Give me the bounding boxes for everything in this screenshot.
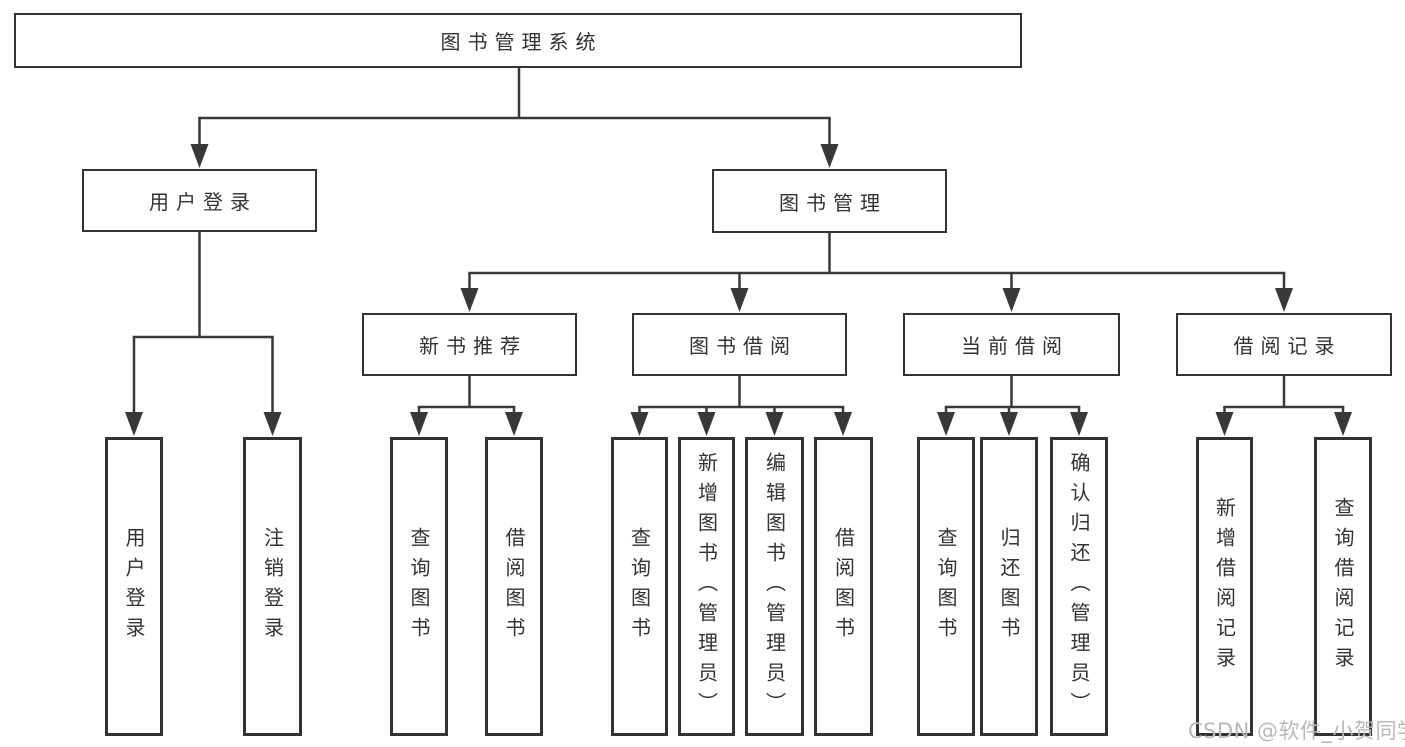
leaf-cb-return-books-label: 归还图书 — [997, 526, 1021, 647]
leaf-cb-confirm-return-admin: 确认归还（管理员） — [1050, 437, 1108, 736]
leaf-bb-edit-books-admin: 编辑图书（管理员） — [745, 437, 804, 736]
node-book-management: 图书管理 — [712, 169, 947, 233]
leaf-nbr-query-books: 查询图书 — [390, 437, 448, 736]
leaf-bb-borrow-books-label: 借阅图书 — [831, 526, 856, 647]
leaf-user-login-label: 用户登录 — [122, 526, 146, 647]
leaf-bb-query-books: 查询图书 — [611, 437, 668, 736]
leaf-bb-edit-books-admin-label: 编辑图书（管理员） — [762, 451, 787, 722]
leaf-bb-add-books-admin-label: 新增图书（管理员） — [694, 451, 719, 722]
leaf-br-query-record-label: 查询借阅记录 — [1331, 496, 1355, 677]
leaf-nbr-borrow-books: 借阅图书 — [485, 437, 543, 736]
leaf-br-query-record: 查询借阅记录 — [1314, 437, 1372, 736]
node-new-book-recommend-label: 新书推荐 — [419, 334, 527, 358]
node-current-borrow: 当前借阅 — [903, 313, 1120, 376]
node-new-book-recommend: 新书推荐 — [362, 313, 577, 376]
leaf-bb-query-books-label: 查询图书 — [627, 526, 652, 647]
watermark-text: CSDN @软件_小贺同学 — [1188, 719, 1405, 743]
leaf-nbr-query-books-label: 查询图书 — [407, 526, 431, 647]
leaf-br-add-record-label: 新增借阅记录 — [1212, 496, 1237, 677]
leaf-cb-query-books: 查询图书 — [917, 437, 975, 736]
leaf-cb-return-books: 归还图书 — [980, 437, 1038, 736]
node-user-login-label: 用户登录 — [149, 190, 257, 214]
leaf-bb-borrow-books: 借阅图书 — [814, 437, 873, 736]
leaf-logout-label: 注销登录 — [260, 526, 285, 647]
node-current-borrow-label: 当前借阅 — [961, 334, 1069, 358]
node-root: 图书管理系统 — [14, 13, 1022, 68]
node-root-label: 图书管理系统 — [440, 30, 603, 54]
node-book-borrow: 图书借阅 — [632, 313, 847, 376]
leaf-bb-add-books-admin: 新增图书（管理员） — [678, 437, 735, 736]
node-borrow-records: 借阅记录 — [1176, 313, 1392, 376]
node-user-login: 用户登录 — [82, 169, 317, 232]
leaf-cb-confirm-return-admin-label: 确认归还（管理员） — [1067, 451, 1091, 722]
leaf-logout: 注销登录 — [243, 437, 302, 736]
leaf-cb-query-books-label: 查询图书 — [934, 526, 958, 647]
leaf-user-login: 用户登录 — [105, 437, 163, 736]
node-borrow-records-label: 借阅记录 — [1233, 334, 1342, 358]
leaf-br-add-record: 新增借阅记录 — [1196, 437, 1253, 736]
leaf-nbr-borrow-books-label: 借阅图书 — [502, 526, 526, 647]
node-book-management-label: 图书管理 — [779, 190, 887, 215]
node-book-borrow-label: 图书借阅 — [689, 334, 797, 358]
